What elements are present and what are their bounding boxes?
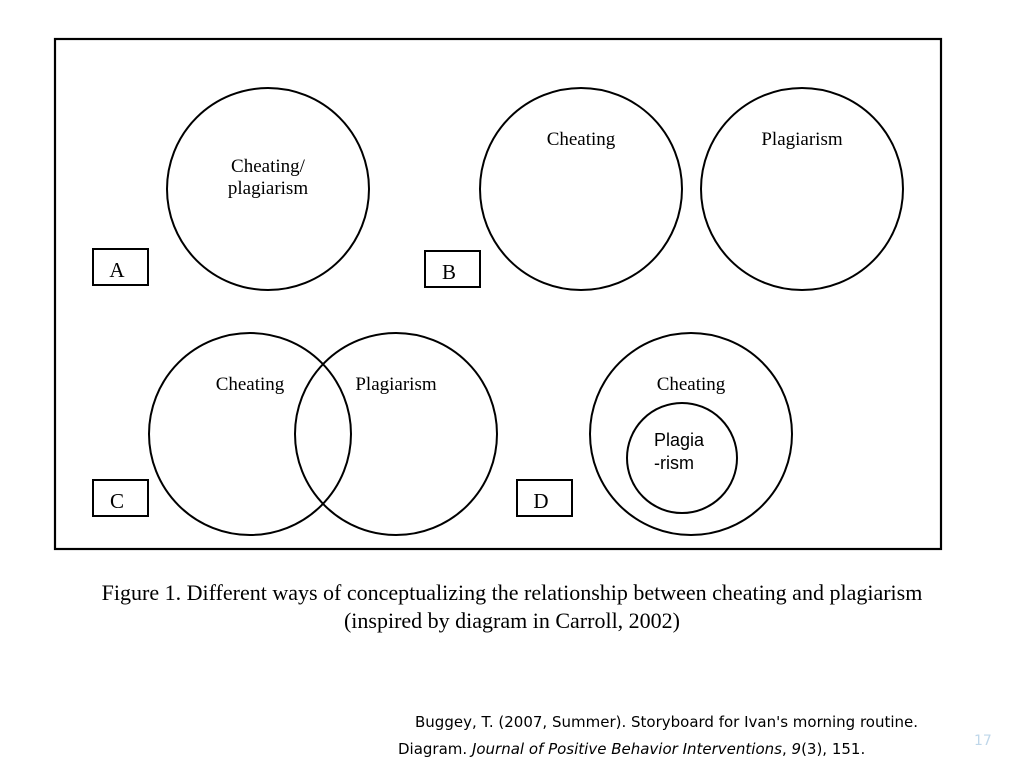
figure-caption-line-1: Figure 1. Different ways of conceptualiz…: [101, 580, 923, 605]
panel-c-letter-box: [92, 479, 149, 517]
citation-line-1: Buggey, T. (2007, Summer). Storyboard fo…: [415, 713, 919, 731]
citation-volume: 9: [791, 740, 802, 758]
panel-b-left-circle: [479, 87, 683, 291]
panel-c: Cheating Plagiarism C: [92, 332, 498, 536]
diagram-frame: [53, 37, 943, 551]
panel-d-inner-label-line2: -rism: [654, 453, 694, 473]
panel-d: Cheating Plagia -rism D: [516, 332, 793, 536]
panel-c-letter: C: [110, 489, 124, 513]
panel-d-outer-circle: [589, 332, 793, 536]
citation-line-2: Diagram. Journal of Positive Behavior In…: [398, 740, 865, 758]
panel-b-letter: B: [442, 260, 456, 284]
citation-journal: Journal of Positive Behavior Interventio…: [471, 740, 782, 758]
panel-a-circle: [166, 87, 370, 291]
panel-d-inner-circle: [626, 402, 738, 514]
panel-c-right-circle: [294, 332, 498, 536]
panel-c-right-label: Plagiarism: [355, 374, 436, 395]
citation-prefix: Diagram.: [398, 740, 472, 758]
panel-a-label-line2: plagiarism: [228, 178, 308, 199]
panel-b-right-circle: [700, 87, 904, 291]
panel-b-left-label: Cheating: [547, 129, 616, 150]
page-number: 17: [974, 733, 992, 749]
panel-b: Cheating Plagiarism B: [424, 87, 904, 291]
panel-b-letter-box: [424, 250, 481, 288]
panel-d-letter-box: [516, 479, 573, 517]
panel-b-right-label: Plagiarism: [761, 129, 842, 150]
panel-d-letter: D: [533, 489, 548, 513]
panel-a-label-line1: Cheating/: [231, 156, 306, 177]
panel-d-outer-label: Cheating: [657, 374, 726, 395]
figure-caption-line-2: (inspired by diagram in Carroll, 2002): [343, 608, 681, 633]
panel-c-left-label: Cheating: [216, 374, 285, 395]
panel-a-letter: A: [109, 258, 125, 282]
panel-a-letter-box: [92, 248, 149, 286]
citation-issue-pages: (3), 151.: [801, 740, 866, 758]
panel-d-inner-label-line1: Plagia: [654, 430, 705, 450]
panel-a: Cheating/ plagiarism A: [92, 87, 370, 291]
citation-separator: ,: [781, 740, 792, 758]
panel-c-left-circle: [148, 332, 352, 536]
